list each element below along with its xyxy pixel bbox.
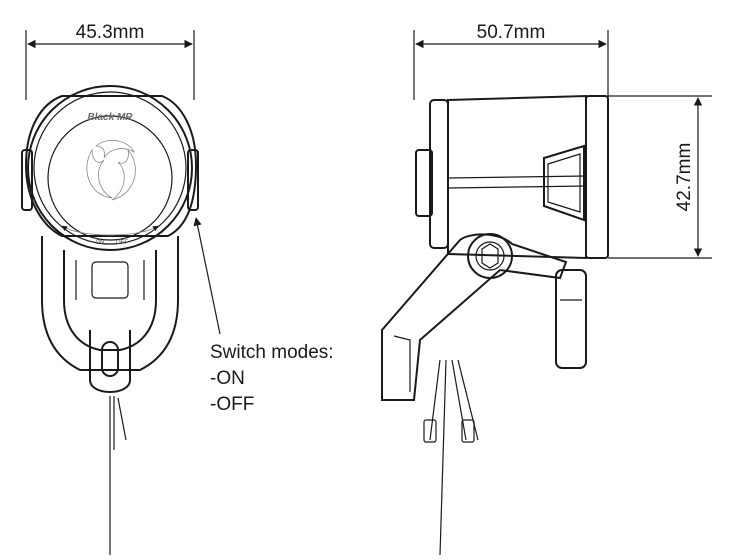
- front-width-label: 45.3mm: [76, 22, 145, 43]
- switch-off-marking: OFF: [116, 240, 128, 246]
- switch-modes-callout: Switch modes: -ON -OFF: [210, 342, 334, 415]
- callout-mode-off: -OFF: [210, 394, 254, 415]
- side-depth-dimension: 50.7mm: [413, 22, 609, 100]
- callout-title: Switch modes:: [210, 342, 334, 363]
- side-height-dimension: 42.7mm: [608, 95, 712, 259]
- switch-callout-leader: [193, 217, 221, 335]
- mount-bracket-front: [41, 236, 179, 555]
- front-width-dimension: 45.3mm: [25, 22, 195, 100]
- callout-mode-on: -ON: [210, 368, 245, 389]
- lamp-body-side: [415, 94, 609, 260]
- swirl-emblem: [86, 139, 136, 201]
- lamp-head-front: Black MR ON OFF: [21, 85, 199, 251]
- side-depth-label: 50.7mm: [477, 22, 546, 43]
- lamp-logo: Black MR: [87, 112, 133, 123]
- mount-bracket-side: [381, 233, 587, 556]
- side-view: 50.7mm 42.7mm: [381, 22, 712, 556]
- switch-on-marking: ON: [96, 240, 105, 246]
- front-view: 45.3mm Black MR ON OFF: [21, 22, 221, 555]
- side-height-label: 42.7mm: [674, 143, 695, 212]
